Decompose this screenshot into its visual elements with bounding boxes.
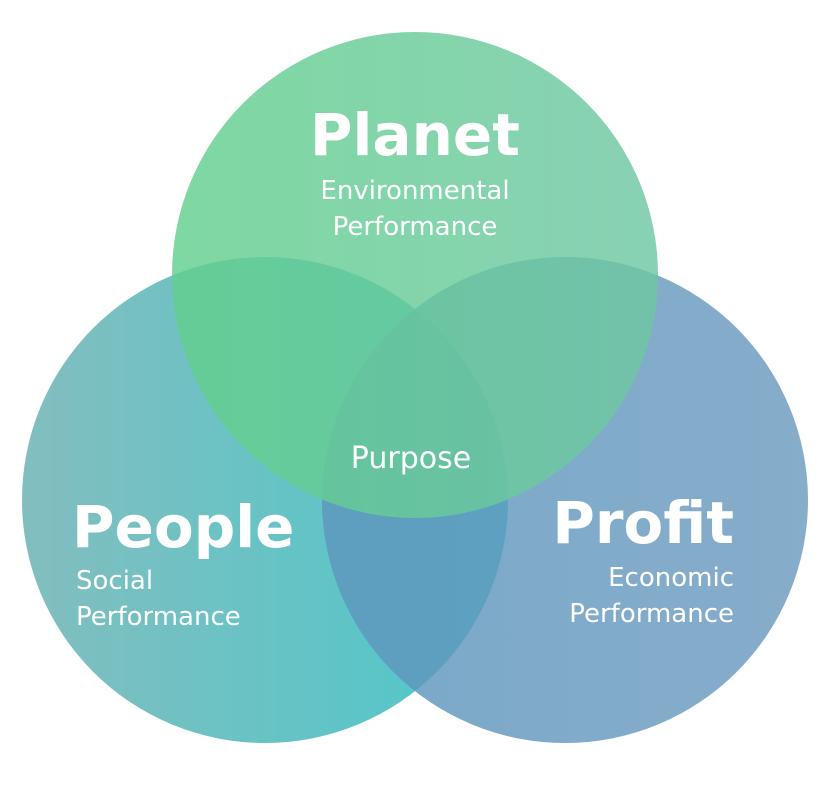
people-subtitle-line-2: Performance — [76, 602, 241, 632]
profit-subtitle-line-1: Economic — [608, 563, 734, 593]
profit-title: Profit — [552, 489, 734, 557]
profit-subtitle-line-2: Performance — [569, 599, 734, 629]
planet-circle — [172, 32, 658, 518]
center-label: Purpose — [351, 441, 471, 476]
planet-title: Planet — [310, 101, 520, 169]
planet-subtitle-line-1: Environmental — [320, 176, 509, 206]
planet-subtitle-line-2: Performance — [333, 212, 498, 242]
people-title: People — [72, 493, 294, 561]
people-subtitle-line-1: Social — [76, 566, 153, 596]
